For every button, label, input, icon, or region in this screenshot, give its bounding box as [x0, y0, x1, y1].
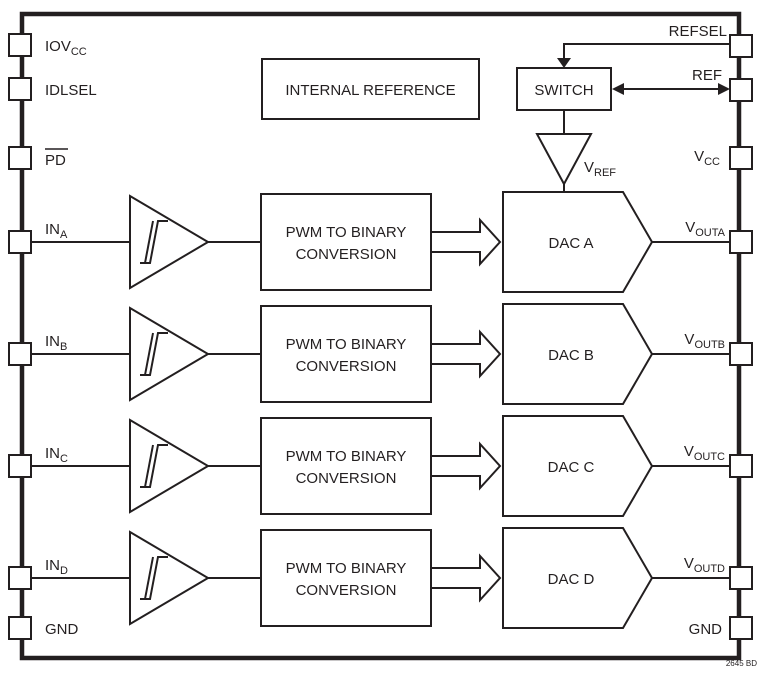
pin-box-iovcc	[8, 33, 32, 57]
pwm-conversion-block-b	[260, 305, 432, 403]
pwm-conversion-block-a	[260, 193, 432, 291]
bus-arrow-a	[430, 217, 502, 267]
hysteresis-symbol-b-b	[144, 332, 154, 376]
pin-box-voutc	[729, 454, 753, 478]
dac-label-a: DAC A	[548, 235, 593, 252]
dac-block-b	[502, 303, 654, 405]
pin-label-vouta: VOUTA	[685, 219, 725, 239]
pin-label-gnd: GND	[45, 621, 79, 638]
pwm-conversion-label-2-d: CONVERSION	[296, 582, 397, 599]
pin-box-gnd-right	[729, 616, 753, 640]
pin-label-iovcc: IOVCC	[45, 38, 87, 58]
ref-arrowhead-left	[612, 83, 624, 95]
pwm-conversion-label-1-d: PWM TO BINARY	[286, 560, 407, 577]
pin-label-vcc: VCC	[694, 148, 720, 168]
pin-box-ina	[8, 230, 32, 254]
pin-label-voutc: VOUTC	[684, 443, 725, 463]
pin-label-gnd-right: GND	[689, 621, 723, 638]
bus-arrow-b	[430, 329, 502, 379]
dac-block-a	[502, 191, 654, 293]
pwm-conversion-label-1-b: PWM TO BINARY	[286, 336, 407, 353]
pin-box-refsel	[729, 34, 753, 58]
pwm-conversion-label-1-c: PWM TO BINARY	[286, 448, 407, 465]
chip-outline	[19, 11, 742, 661]
internal-reference-label: INTERNAL REFERENCE	[285, 82, 455, 99]
switch-block	[516, 67, 612, 111]
refsel-arrowhead	[557, 58, 571, 68]
pin-label-idlsel: IDLSEL	[45, 82, 97, 99]
internal-reference-block	[261, 58, 480, 120]
pin-label-voutb: VOUTB	[684, 331, 725, 351]
pin-box-inb	[8, 342, 32, 366]
refsel-wire	[563, 43, 730, 60]
pwm-conversion-block-d	[260, 529, 432, 627]
channels: PWM TO BINARY CONVERSION DAC A PWM TO BINAR…	[31, 191, 730, 629]
pin-label-ina: INA	[45, 221, 68, 241]
pin-label-ref: REF	[692, 67, 722, 84]
pin-label-refsel: REFSEL	[669, 23, 727, 40]
pin-box-voutb	[729, 342, 753, 366]
pin-box-vouta	[729, 230, 753, 254]
hysteresis-symbol-b-d	[144, 556, 154, 600]
schmitt-buffer-a	[129, 194, 210, 290]
pin-box-inc	[8, 454, 32, 478]
pin-box-pd	[8, 146, 32, 170]
schmitt-buffer-c	[129, 418, 210, 514]
pwm-conversion-label-1-a: PWM TO BINARY	[286, 224, 407, 241]
dac-block-c	[502, 415, 654, 517]
dac-label-b: DAC B	[548, 347, 594, 364]
pwm-conversion-label-2-c: CONVERSION	[296, 470, 397, 487]
ref-arrowhead-right	[718, 83, 730, 95]
pin-label-voutd: VOUTD	[684, 555, 725, 575]
pin-label-inb: INB	[45, 333, 67, 353]
hysteresis-symbol-b-c	[144, 444, 154, 488]
pin-box-gnd	[8, 616, 32, 640]
dac-label-d: DAC D	[548, 571, 595, 588]
schmitt-buffer-b	[129, 306, 210, 402]
pwm-conversion-label-2-b: CONVERSION	[296, 358, 397, 375]
pin-label-ind: IND	[45, 557, 68, 577]
pwm-conversion-label-2-a: CONVERSION	[296, 246, 397, 263]
dac-label-c: DAC C	[548, 459, 595, 476]
switch-label: SWITCH	[534, 82, 593, 99]
pin-box-voutd	[729, 566, 753, 590]
hysteresis-symbol-b-a	[144, 220, 154, 264]
schmitt-buffer-d	[129, 530, 210, 626]
right-pins	[729, 34, 753, 640]
pin-box-ind	[8, 566, 32, 590]
pin-box-idlsel	[8, 77, 32, 101]
pin-label-inc: INC	[45, 445, 68, 465]
vref-label: VREF	[584, 159, 616, 179]
pwm-conversion-block-c	[260, 417, 432, 515]
pin-label-pd: PD	[45, 152, 66, 169]
drawing-code: 2645 BD	[725, 659, 757, 668]
pin-box-ref	[729, 78, 753, 102]
vref-buffer	[535, 133, 593, 187]
pin-box-vcc	[729, 146, 753, 170]
bus-arrow-d	[430, 553, 502, 603]
dac-block-d	[502, 527, 654, 629]
bus-arrow-c	[430, 441, 502, 491]
